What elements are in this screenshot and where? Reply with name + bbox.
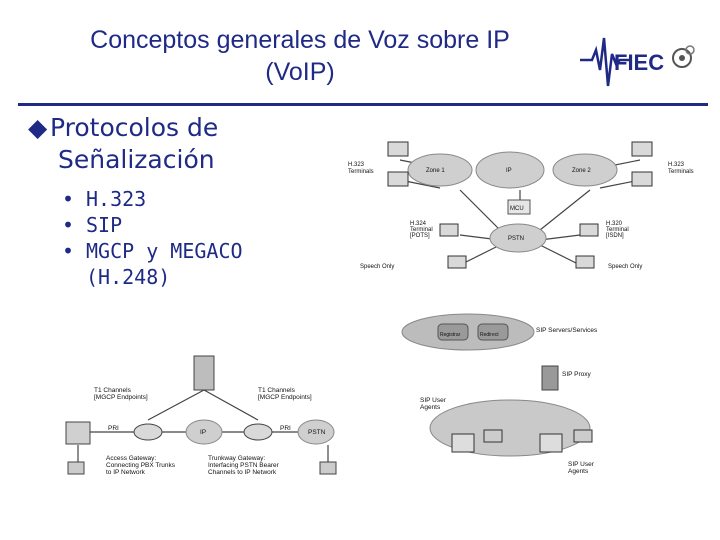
connector-line [459, 189, 501, 231]
h323-diagram: H.323 Terminals H.323 Terminals Zone 1 I… [348, 141, 694, 270]
diagram-label: PSTN [308, 429, 326, 436]
registrar-icon [437, 323, 469, 341]
diagram-label: Redirect [480, 332, 499, 338]
diagram-shape [387, 171, 409, 187]
diagram-label: to IP Network [106, 469, 146, 476]
title-line-1: Conceptos generales de Voz sobre IP [90, 26, 510, 54]
diagram-label: T1 Channels [258, 387, 296, 394]
redirect-icon [477, 323, 509, 341]
heading-line-1: Protocolos de [50, 113, 219, 142]
diagram-label: Interfacing PSTN Bearer [208, 462, 280, 469]
zone1-cloud-icon [407, 153, 473, 187]
diagram-label: Zone 2 [572, 168, 591, 174]
diagram-shape [575, 255, 595, 269]
sip-ua-pc-icon [539, 433, 563, 453]
diagram-label: SIP Servers/Services [536, 327, 598, 334]
diagram-label: PRI [108, 425, 119, 432]
fiec-logo: FIEC [580, 37, 695, 87]
mgcp-diagram: T1 Channels [MGCP Endpoints] T1 Channels… [65, 355, 337, 476]
heading-line-2: Señalización [58, 145, 215, 174]
diagram-label: Speech Only [360, 264, 394, 270]
diamond-bullet-icon: ◆ [28, 113, 48, 142]
router-icon [133, 423, 163, 441]
diagram-shape [439, 223, 459, 237]
logo-gear-icon [672, 48, 692, 68]
connector-line [459, 244, 501, 266]
diagram-label: Connecting PBX Trunks [106, 462, 176, 469]
diagram-label: IP [506, 168, 512, 174]
connector-line [539, 234, 581, 241]
diagram-label: Channels to IP Network [208, 469, 277, 476]
diagram-label: Speech Only [608, 264, 642, 270]
connector-line [203, 389, 259, 421]
sip-diagram: SIP Servers/Services Registrar Redirect … [401, 313, 598, 475]
diagram-shape [579, 223, 599, 237]
diagram-label: SIP Proxy [562, 371, 592, 378]
connector-line [539, 244, 581, 266]
title-line-2: (VoIP) [265, 58, 335, 86]
pstn-cloud-icon [297, 419, 335, 445]
diagram-label: PSTN [508, 236, 524, 242]
logo-wave-icon [580, 37, 630, 87]
phone-icon [319, 461, 337, 475]
diagram-label: Terminal [410, 227, 433, 233]
pstn-cloud-icon [489, 223, 547, 253]
diagram-label: Agents [420, 404, 441, 411]
diagram-label: [ISDN] [606, 233, 624, 239]
diagram-shape [387, 141, 409, 157]
terminal-icons [387, 141, 653, 269]
connector-line [147, 389, 205, 421]
diagram-label: H.323 [668, 162, 685, 168]
ip-cloud-icon [475, 151, 545, 189]
list-item: •SIP [62, 213, 123, 237]
logo-text: FIEC [614, 50, 664, 75]
diagram-label: Trunkway Gateway: [208, 455, 265, 462]
diagram-label: Terminal [606, 227, 629, 233]
diagram-label: Terminals [348, 169, 374, 175]
list-item: •H.323 [62, 187, 147, 211]
diagram-label: T1 Channels [94, 387, 132, 394]
ip-cloud-icon [185, 419, 223, 445]
diagram-label: H.320 [606, 221, 623, 227]
mcu-icon [507, 199, 531, 215]
call-agent-server-icon [193, 355, 215, 391]
diagram-label: H.323 [348, 162, 365, 168]
diagram-shape [631, 171, 653, 187]
diagram-label: Zone 1 [426, 168, 445, 174]
diagram-label: [MGCP Endpoints] [258, 394, 312, 401]
diagram-label: Terminals [668, 169, 694, 175]
zone2-cloud-icon [552, 153, 618, 187]
diagram-shape [631, 141, 653, 157]
diagram-label: SIP User [568, 461, 595, 468]
diagram-label: PRI [280, 425, 291, 432]
slide-title: Conceptos generales de Voz sobre IP (VoI… [40, 24, 560, 88]
diagram-label: [POTS] [410, 233, 430, 239]
diagram-label: Access Gateway: [106, 455, 156, 462]
connector-line [539, 189, 591, 231]
diagram-label: IP [200, 429, 206, 436]
sip-proxy-icon [541, 365, 559, 391]
router-icon [243, 423, 273, 441]
sip-ua-pc-icon [451, 433, 475, 453]
diagram-label: [MGCP Endpoints] [94, 394, 148, 401]
diagram-label: MCU [510, 206, 524, 212]
phone-icon [67, 461, 85, 475]
sip-phone-icon [483, 429, 503, 443]
protocol-list: •H.323 •SIP •MGCP y MEGACO (H.248) [62, 186, 243, 290]
diagram-label: H.324 [410, 221, 427, 227]
pbx-icon [65, 421, 91, 445]
diagram-label: Agents [568, 468, 589, 475]
diagram-label: Registrar [440, 332, 461, 338]
list-item: •MGCP y MEGACO [62, 239, 243, 263]
title-divider [18, 103, 708, 106]
section-heading: ◆Protocolos de Señalización [28, 112, 218, 176]
list-item: (H.248) [86, 265, 171, 289]
sip-phone-icon [573, 429, 593, 443]
diagram-shape [447, 255, 467, 269]
diagram-label: SIP User [420, 397, 447, 404]
